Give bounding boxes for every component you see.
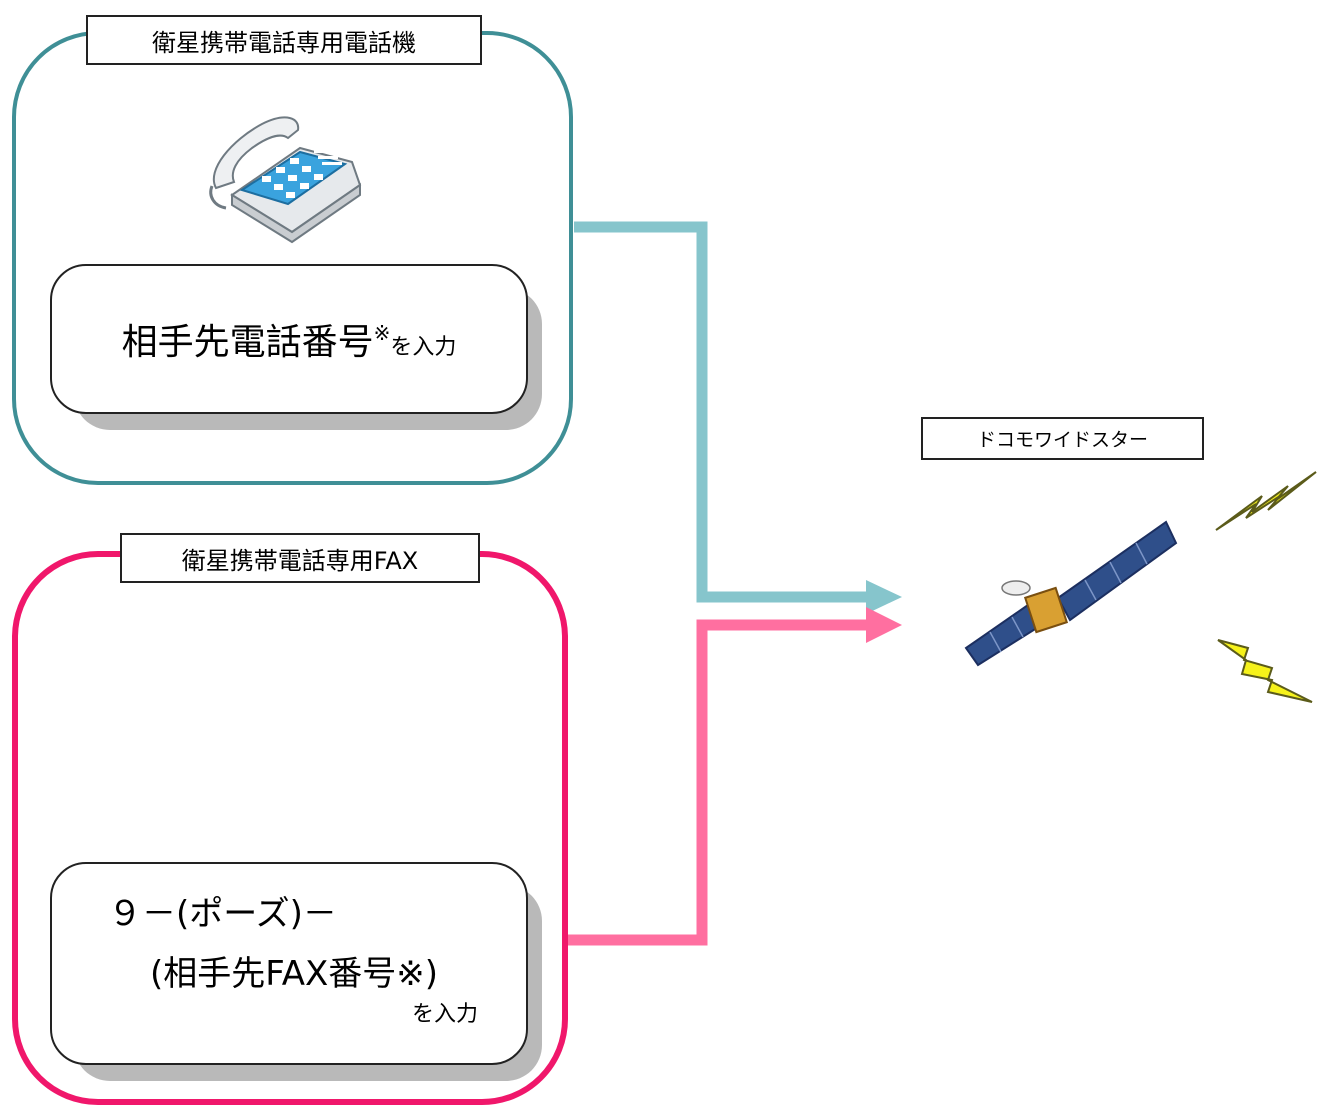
telephone-icon	[209, 116, 362, 244]
satellite-label: ドコモワイドスター	[921, 417, 1204, 460]
fax-instruction-line2: (相手先FAX番号※)	[150, 954, 439, 994]
fax-instruction-line3: を入力	[412, 1002, 479, 1027]
phone-instruction-text: 相手先電話番号※を入力	[122, 313, 457, 365]
phone-instruction-box: 相手先電話番号※を入力	[50, 264, 528, 414]
fax-connection-line	[568, 619, 868, 946]
phone-instruction-main: 相手先電話番号	[121, 322, 374, 363]
fax-arrow-head	[866, 607, 902, 643]
lightning-signal-icon	[1217, 639, 1313, 703]
fax-instruction-line1: ９－(ポーズ)－	[108, 894, 337, 934]
phone-instruction-mark: ※	[373, 321, 391, 345]
phone-connection-line	[574, 221, 868, 603]
fax-instruction-box: ９－(ポーズ)－ (相手先FAX番号※) を入力	[50, 862, 528, 1065]
phone-arrow-head	[866, 580, 902, 614]
fax-panel-title: 衛星携帯電話専用FAX	[120, 533, 480, 583]
phone-panel-title: 衛星携帯電話専用電話機	[86, 15, 482, 65]
satellite-icon	[964, 520, 1178, 667]
phone-instruction-suffix: を入力	[390, 335, 457, 360]
lightning-signal-icon	[1215, 471, 1317, 531]
